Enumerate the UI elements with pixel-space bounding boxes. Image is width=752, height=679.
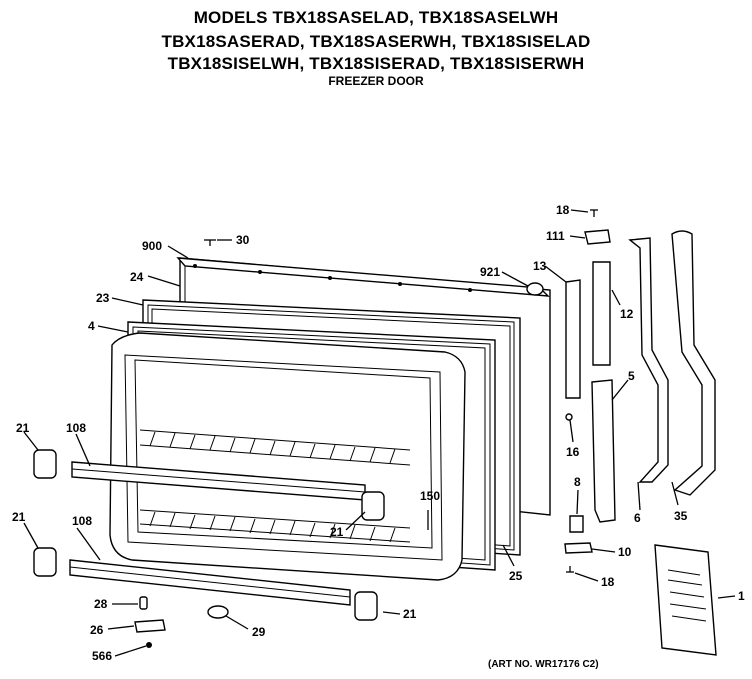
callout-108-upper: 108: [66, 421, 86, 435]
callout-5: 5: [628, 369, 635, 383]
cap-29: [207, 605, 229, 619]
callout-30: 30: [236, 233, 250, 247]
callout-566: 566: [92, 649, 112, 663]
hinge-pin-8: [569, 515, 584, 533]
section-subtitle: FREEZER DOOR: [328, 74, 424, 88]
shelf-end-cap-lower-right: [354, 591, 378, 621]
screw-30: [204, 239, 216, 246]
callout-21-lower-left: 21: [12, 510, 26, 524]
door-handle-6: [628, 237, 669, 483]
hinge-5: [591, 379, 616, 523]
callout-21-upper-left: 21: [16, 421, 30, 435]
hinge-strip-13: [565, 279, 581, 399]
shelf-ribs-upper: [139, 429, 411, 466]
shelf-end-cap-upper-right: [361, 491, 385, 521]
models-title-line-2: TBX18SASERAD, TBX18SASERWH, TBX18SISELAD: [161, 32, 591, 51]
callout-150: 150: [420, 489, 440, 503]
callout-16: 16: [566, 445, 580, 459]
shelf-bar-lower: [69, 559, 351, 606]
callout-21-lower-right: 21: [403, 607, 417, 621]
plug-921: [526, 282, 544, 296]
callout-108-lower: 108: [72, 514, 92, 528]
washer-10: [564, 542, 593, 554]
shelf-ribs-lower: [139, 509, 411, 543]
callout-4: 4: [88, 319, 95, 333]
literature-booklet-1: [654, 544, 717, 656]
callout-35: 35: [674, 509, 688, 523]
clip-26: [134, 619, 166, 633]
art-number: (ART NO. WR17176 C2): [488, 659, 599, 670]
callout-18-top: 18: [556, 203, 570, 217]
leader-lines: [23, 209, 736, 657]
callout-26: 26: [90, 623, 104, 637]
callout-900: 900: [142, 239, 162, 253]
channel-12: [592, 261, 611, 366]
stud-28: [139, 596, 148, 610]
callout-8: 8: [574, 475, 581, 489]
shelf-end-cap-lower-left: [33, 547, 57, 577]
callout-111: 111: [546, 229, 565, 243]
callout-10: 10: [618, 545, 632, 559]
screw-566: [146, 642, 152, 648]
callout-25: 25: [509, 569, 523, 583]
callout-13: 13: [533, 259, 547, 273]
callout-21-inner: 21: [330, 525, 344, 539]
callout-29: 29: [252, 625, 266, 639]
callout-24: 24: [130, 270, 144, 284]
bracket-111: [584, 229, 611, 245]
handle-trim-35: [671, 230, 716, 496]
shelf-end-cap-upper-left: [33, 449, 57, 479]
callout-6: 6: [634, 511, 641, 525]
door-liner: [109, 332, 466, 581]
screw-18-top: [590, 209, 598, 217]
callout-18-bottom: 18: [601, 575, 615, 589]
callout-28: 28: [94, 597, 108, 611]
callout-23: 23: [96, 291, 110, 305]
models-title-line-3: TBX18SISELWH, TBX18SISERAD, TBX18SISERWH: [167, 54, 585, 73]
screw-18-bottom: [566, 566, 574, 573]
models-title-line-1: MODELS TBX18SASELAD, TBX18SASELWH: [193, 8, 559, 27]
callout-12: 12: [620, 307, 634, 321]
callout-1: 1: [738, 589, 745, 603]
callout-921: 921: [480, 265, 500, 279]
screw-16: [565, 413, 573, 421]
